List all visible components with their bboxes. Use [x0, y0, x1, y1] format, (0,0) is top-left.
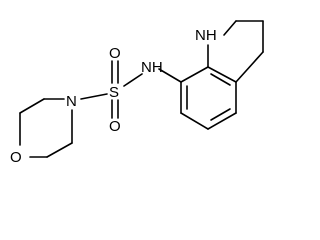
bond [210, 108, 231, 121]
sulfonamide-nh-label: NH [141, 59, 163, 76]
bond [123, 73, 143, 87]
morpholine-oxygen-label: O [10, 149, 22, 166]
sulfonyl-oxygen-bottom-label: O [109, 118, 121, 135]
bond [235, 51, 264, 83]
bond [180, 112, 209, 130]
molecule-structure: O N S O O NH NH [10, 20, 264, 166]
amine-linker [158, 68, 182, 83]
bond [19, 98, 45, 114]
bond [210, 73, 231, 86]
bond [180, 66, 209, 83]
sulfonyl-group [80, 60, 143, 119]
morpholine-ring [19, 98, 73, 158]
ring-nh-label: NH [195, 27, 217, 44]
morpholine-nitrogen-label: N [66, 93, 77, 110]
sulfur-label: S [109, 84, 119, 101]
piperidine-ring [207, 20, 264, 83]
bond [207, 66, 237, 83]
bond [158, 68, 182, 83]
bond [223, 20, 237, 36]
bond [207, 112, 237, 130]
bond [80, 93, 108, 100]
benzene-ring [180, 66, 237, 130]
sulfonyl-oxygen-top-label: O [109, 45, 121, 62]
bond [46, 142, 73, 158]
